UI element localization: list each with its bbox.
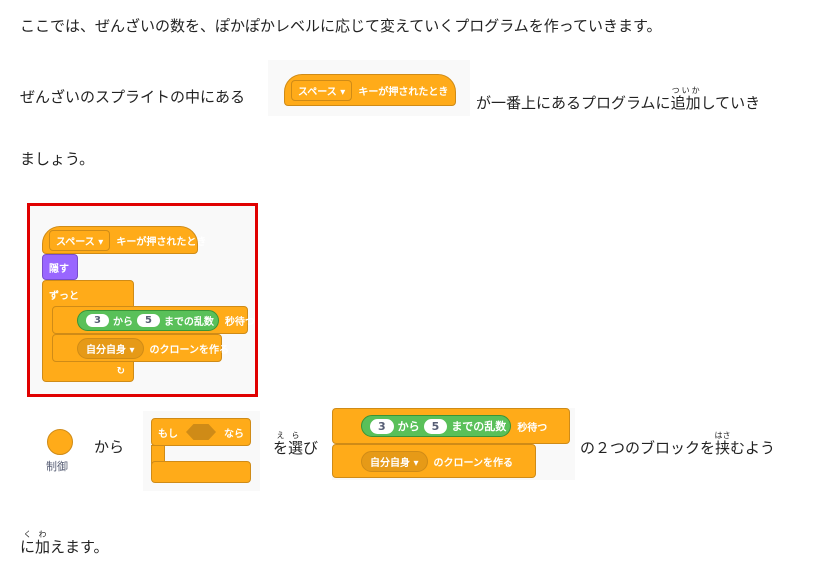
- create-clone-block: 自分自身 ▾ のクローンを作る: [332, 444, 536, 478]
- control-category-icon[interactable]: [47, 429, 73, 455]
- paragraph-5: に加くわえます。: [20, 530, 109, 556]
- key-dropdown: スペース ▾: [49, 229, 111, 251]
- paragraph-4b: を選えらび: [273, 431, 319, 457]
- paragraph-3: ましょう。: [20, 150, 95, 168]
- create-clone-block: 自分自身 ▾ のクローンを作る: [52, 334, 229, 362]
- paragraph-1: ここでは、ぜんざいの数を、ぽかぽかレベルに応じて変えていくプログラムを作っていき…: [20, 17, 662, 35]
- when-key-pressed-block: スペース ▾ キーが押されたとき: [284, 74, 456, 106]
- if-block: もしなら: [151, 418, 251, 446]
- block-label: ずっと: [49, 291, 79, 302]
- loop-arrow-icon: ↻: [116, 366, 125, 377]
- block-label: キーが押されたとき: [116, 236, 207, 248]
- clone-dropdown: 自分自身 ▾: [361, 450, 428, 472]
- when-key-pressed-block: スペース ▾ キーが押されたとき: [42, 226, 206, 254]
- if-block-image: もしなら: [143, 411, 260, 491]
- paragraph-4a: から: [94, 438, 125, 456]
- if-block-bottom: [151, 461, 251, 483]
- hat-block-image: スペース ▾ キーが押されたとき: [268, 60, 470, 116]
- key-dropdown: スペース ▾: [291, 79, 353, 101]
- block-label: キーが押されたとき: [358, 86, 449, 98]
- paragraph-4c: の２つのブロックを挟はさむよう: [580, 431, 776, 457]
- paragraph-2b: が一番上にあるプログラムに追加ついかしていき: [476, 86, 761, 112]
- hide-block: 隠す: [42, 254, 78, 280]
- control-category-label: 制御: [46, 460, 68, 473]
- clone-dropdown: 自分自身 ▾: [77, 337, 144, 359]
- paragraph-2a: ぜんざいのスプライトの中にある: [20, 88, 246, 106]
